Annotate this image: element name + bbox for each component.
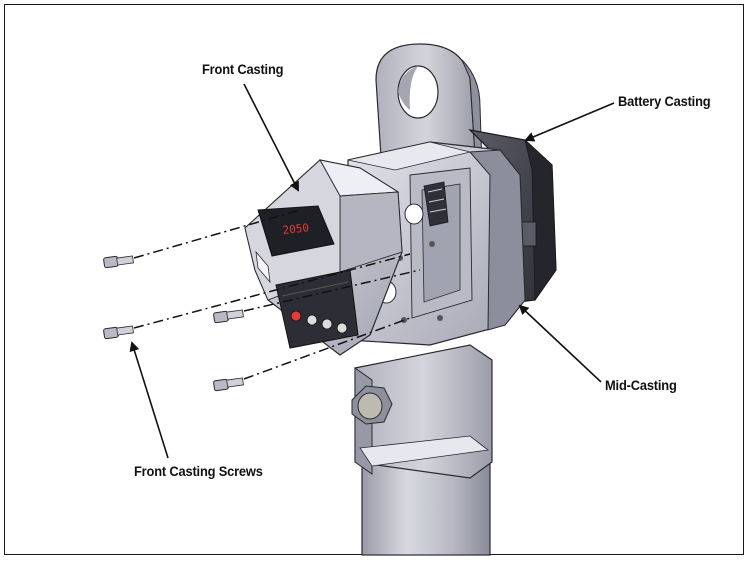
front-casting-screw-4 (213, 377, 244, 392)
keypad-button-icon (321, 318, 333, 330)
lower-clevis (351, 344, 493, 479)
battery-casting-label: Battery Casting (618, 93, 711, 109)
top-shackle (375, 43, 483, 173)
alignment-lines (133, 209, 421, 380)
keypad-button-icon (306, 314, 318, 326)
front-casting-screws-label: Front Casting Screws (134, 463, 263, 479)
mid-casting-arrow (518, 304, 602, 383)
leader-arrows (129, 83, 615, 459)
front-casting-label: Front Casting (202, 61, 284, 77)
front-casting-arrow (243, 83, 299, 192)
keypad-button-icon (336, 322, 348, 334)
front-casting-screw-1 (103, 255, 134, 269)
display-readout: 2050 (282, 221, 310, 237)
red-button-icon (290, 310, 302, 322)
front-casting-screw-3 (213, 309, 244, 324)
battery-casting-arrow (524, 102, 615, 142)
front-casting-screws-arrow (129, 341, 169, 459)
mid-casting-label: Mid-Casting (605, 377, 677, 393)
front-casting-body: 2050 (244, 159, 403, 356)
front-casting-screw-2 (103, 325, 134, 340)
